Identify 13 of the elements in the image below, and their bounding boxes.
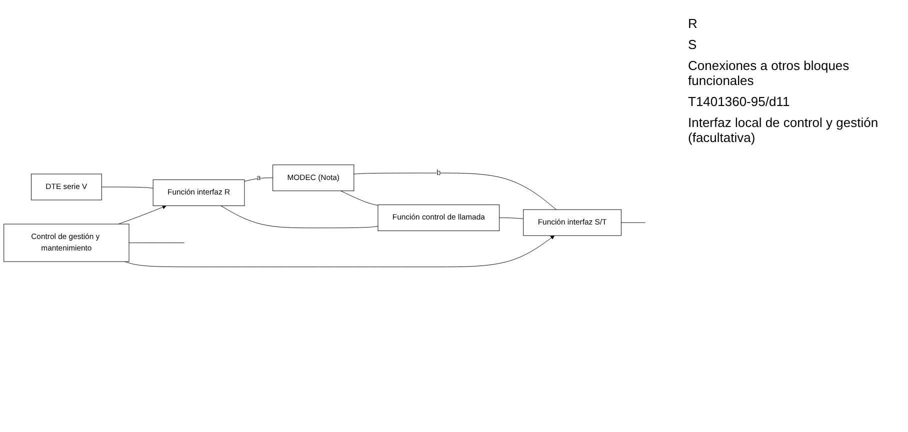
note-label: Conexiones a otros bloques funcionales bbox=[688, 58, 850, 88]
connector bbox=[340, 190, 378, 206]
connector bbox=[354, 172, 557, 210]
note-label: S bbox=[688, 37, 698, 52]
connector bbox=[244, 178, 274, 182]
connector bbox=[128, 242, 185, 244]
connector bbox=[101, 186, 154, 189]
connector bbox=[620, 222, 646, 223]
note-label: T1401360-95/d11 bbox=[688, 94, 791, 109]
note-label: R bbox=[688, 16, 698, 31]
connector bbox=[220, 206, 378, 228]
connector bbox=[499, 218, 524, 220]
note-label: Interfaz local de control y gestión (facultativa) bbox=[688, 115, 880, 145]
